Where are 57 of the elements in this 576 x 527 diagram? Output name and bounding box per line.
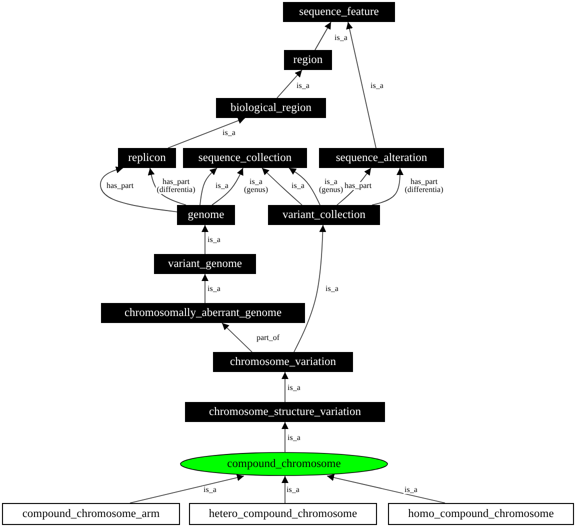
term-box: chromosomally_aberrant_genome xyxy=(101,303,305,323)
arrow xyxy=(276,70,302,98)
term-box: sequence_collection xyxy=(183,148,307,168)
arrow xyxy=(130,474,244,504)
arrow xyxy=(282,372,288,402)
term-box: hetero_compound_chromosome xyxy=(189,503,377,525)
edge-label: is_a xyxy=(286,384,302,392)
term-box: chromosome_structure_variation xyxy=(185,402,385,422)
arrow xyxy=(202,224,208,254)
edge-label: has_part (differentia) xyxy=(404,178,444,194)
term-box: homo_compound_chromosome xyxy=(388,503,574,525)
arrow xyxy=(148,168,186,206)
edge-label: is_a xyxy=(214,182,230,190)
term-box: chromosome_variation xyxy=(213,352,353,372)
edge-label: is_a xyxy=(286,486,300,494)
arrow xyxy=(288,168,320,206)
edge-label: has_part (differentia) xyxy=(156,178,196,194)
arrow xyxy=(222,322,252,352)
edge-label: is_a (genus) xyxy=(243,178,269,194)
arrow xyxy=(326,474,446,504)
edge-label: is_a xyxy=(296,82,310,90)
arrow xyxy=(200,168,218,206)
arrow xyxy=(212,168,244,206)
edge-label: is_a xyxy=(206,236,222,244)
edge-label: is_a xyxy=(222,129,236,137)
arrow xyxy=(372,168,404,206)
edge-label: is_a xyxy=(286,434,302,442)
edge-label: is_a xyxy=(206,285,222,293)
term-box: sequence_alteration xyxy=(319,148,444,168)
arrow xyxy=(262,168,302,206)
arrow xyxy=(294,224,326,352)
edge-label: part_of xyxy=(255,334,281,342)
arrow xyxy=(314,22,332,50)
term-box: replicon xyxy=(118,148,176,168)
arrow xyxy=(202,274,208,304)
edge-label: is_a xyxy=(334,34,348,42)
term-box: compound_chromosome_arm xyxy=(2,503,180,525)
term-box: variant_collection xyxy=(268,205,380,225)
arrow xyxy=(282,476,288,504)
edge-label: is_a xyxy=(290,182,306,190)
edge-label: is_a xyxy=(404,486,418,494)
ellipse-node: compound_chromosome xyxy=(180,452,388,476)
term-box: genome xyxy=(177,205,235,225)
arrow xyxy=(100,166,178,212)
term-box: variant_genome xyxy=(154,254,256,274)
edge-label: is_a (genus) xyxy=(318,178,344,194)
edge-label: is_a xyxy=(324,285,340,293)
edge-label: has_part xyxy=(343,182,373,190)
edge-label: has_part xyxy=(105,182,135,190)
term-box: biological_region xyxy=(216,98,326,118)
arrow xyxy=(346,22,376,148)
edge-label: is_a xyxy=(202,486,218,494)
edge-label: is_a xyxy=(370,82,384,90)
term-box: region xyxy=(284,50,332,70)
arrow xyxy=(282,422,288,452)
term-box: sequence_feature xyxy=(283,2,395,22)
arrow xyxy=(168,117,246,148)
